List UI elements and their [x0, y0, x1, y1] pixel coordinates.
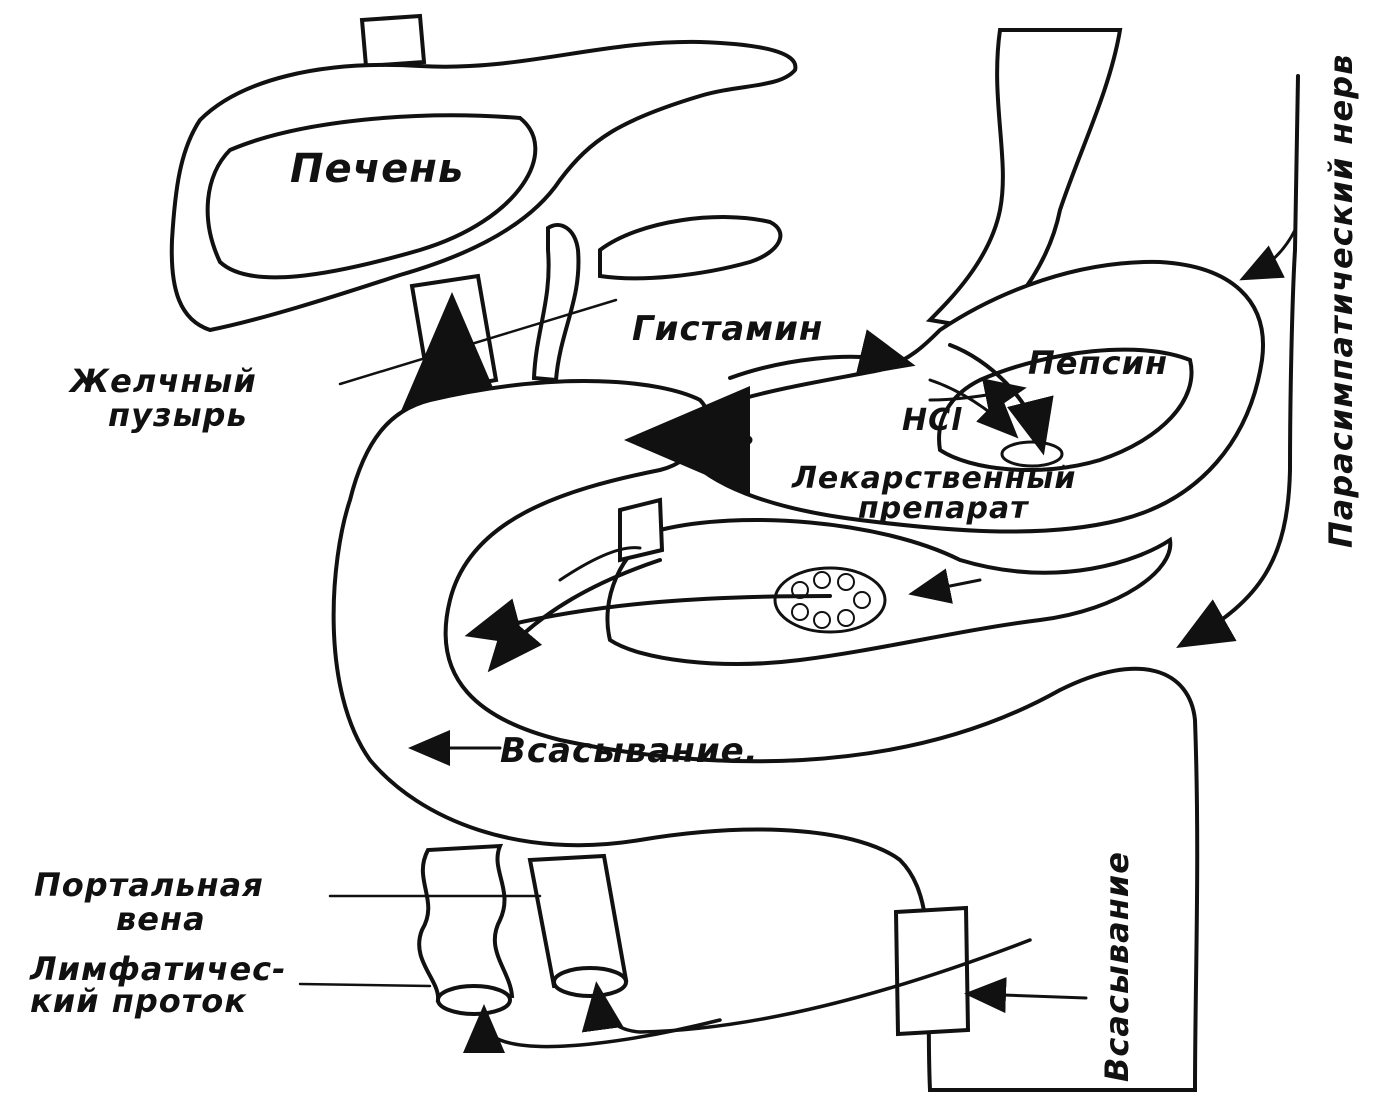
gallbladder-label-line2: пузырь	[108, 396, 248, 434]
histamine-label: Гистамин	[632, 309, 823, 349]
pepsin-label: Пепсин	[1028, 344, 1168, 382]
portal-vein-label-line1: Портальная	[34, 866, 264, 904]
portal-vein-label-line2: вена	[116, 900, 206, 938]
hepatic-vein	[412, 276, 496, 392]
absorption-intestine-label: Всасывание.	[500, 731, 759, 771]
vena-cava	[362, 16, 424, 66]
absorption-lower-label: Всасывание	[1098, 851, 1136, 1082]
gallbladder-label-line1: Желчный	[68, 362, 257, 400]
liver-label: Печень	[290, 146, 464, 192]
lymph-duct-label-line2: кий проток	[30, 982, 247, 1020]
portal-vein	[530, 856, 626, 996]
drug-label-line2: препарат	[858, 491, 1029, 526]
hcl-label: HCl	[902, 403, 962, 438]
liver	[172, 42, 796, 330]
parasympathetic-nerve-label: Парасимпатический нерв	[1322, 54, 1360, 548]
gallbladder	[534, 217, 780, 380]
lymphatic-duct	[419, 846, 512, 1014]
